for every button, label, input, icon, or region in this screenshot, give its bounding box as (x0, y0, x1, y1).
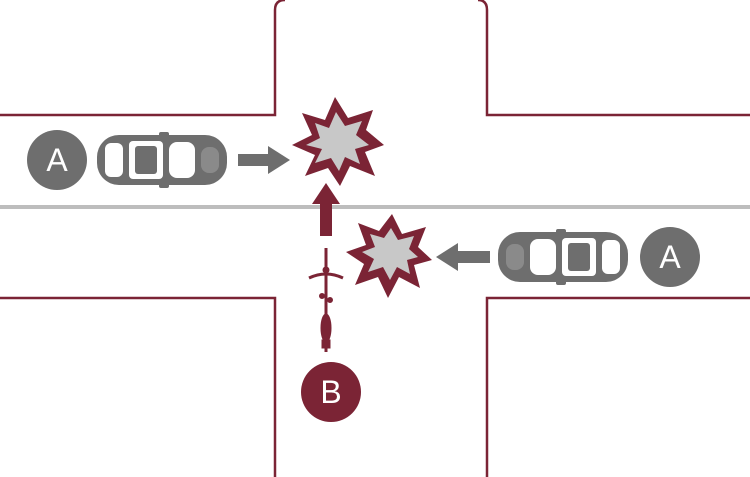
vehicle-a-bottom-label: A (659, 239, 681, 275)
vehicle-a-top: A (27, 130, 290, 190)
road-edge-top-right (477, 0, 750, 117)
collision-burst-icon (292, 97, 384, 186)
car-icon (498, 229, 628, 285)
cyclist-b-label: B (320, 374, 341, 410)
road-edge-top-left (0, 0, 286, 117)
arrow-up-icon (312, 183, 340, 236)
arrow-right-icon (238, 146, 290, 174)
car-icon (97, 132, 227, 188)
vehicle-a-bottom-badge: A (640, 227, 700, 287)
collision-burst-icon (346, 214, 432, 298)
vehicle-a-top-badge: A (27, 130, 87, 190)
cyclist-b: B (301, 183, 361, 422)
road-edge-bottom-right (485, 296, 750, 477)
vehicle-a-top-label: A (46, 142, 68, 178)
bicycle-icon (308, 248, 344, 352)
road-edge-bottom-left (0, 296, 277, 477)
vehicle-a-bottom: A (436, 227, 700, 287)
cyclist-b-badge: B (301, 362, 361, 422)
arrow-left-icon (436, 243, 490, 271)
